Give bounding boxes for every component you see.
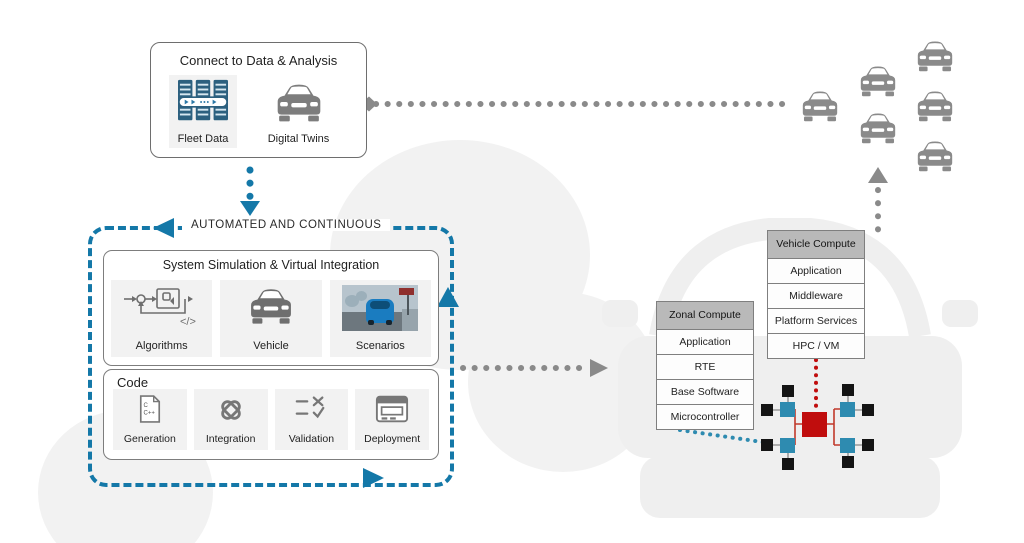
zonal-node-square bbox=[780, 438, 795, 453]
vehicle-label: Vehicle bbox=[253, 340, 289, 352]
loop-arrow-up-icon bbox=[437, 287, 459, 307]
scenarios-tile: Scenarios bbox=[329, 280, 431, 357]
connect-data-analysis-box: Connect to Data & Analysis Fleet Data bbox=[150, 42, 367, 158]
ecu-node-square bbox=[842, 384, 854, 396]
algorithms-block-diagram-icon: </> bbox=[123, 288, 196, 328]
integration-knot-icon bbox=[220, 400, 241, 420]
table-row: Application bbox=[656, 329, 754, 355]
vehicle-car-icon bbox=[242, 285, 300, 327]
code-box-title: Code bbox=[117, 375, 149, 390]
fleet-car-icon bbox=[853, 61, 903, 101]
table-row: HPC / VM bbox=[767, 333, 865, 359]
ecu-node-square bbox=[782, 458, 794, 470]
scene-traffic-pole bbox=[407, 289, 410, 315]
table-row: Middleware bbox=[767, 283, 865, 309]
zonal-node-square bbox=[840, 438, 855, 453]
algorithms-tile: </> Algorithms bbox=[111, 280, 213, 357]
code-file-icon: C C++ bbox=[139, 395, 160, 423]
vehicle-tile: Vehicle bbox=[220, 280, 322, 357]
ecu-node-square bbox=[761, 404, 773, 416]
deployment-label: Deployment bbox=[364, 433, 421, 445]
zonal-compute-header: Zonal Compute bbox=[656, 301, 754, 330]
fleet-car-icon bbox=[910, 136, 960, 176]
hpc-node-square bbox=[802, 412, 827, 437]
digital-twins-tile: Digital Twins bbox=[251, 75, 346, 148]
zonal-compute-table: Zonal Compute Application RTE Base Softw… bbox=[656, 301, 754, 430]
scenarios-label: Scenarios bbox=[355, 340, 405, 352]
fleet-car-icon bbox=[910, 86, 960, 126]
digital-twins-car-icon bbox=[268, 81, 330, 124]
fleet-data-tile: Fleet Data bbox=[169, 75, 237, 148]
generation-label: Generation bbox=[123, 433, 176, 445]
ecu-node-square bbox=[862, 439, 874, 451]
fleet-car-icon bbox=[795, 86, 845, 126]
fleet-car-icon bbox=[853, 108, 903, 148]
vehicle-compute-header: Vehicle Compute bbox=[767, 230, 865, 259]
simulation-tiles: </> Algorithms Vehicle bbox=[111, 280, 431, 357]
automated-loop-banner: AUTOMATED AND CONTINUOUS bbox=[182, 219, 391, 231]
ecu-node-square bbox=[862, 404, 874, 416]
scene-red-sign bbox=[399, 288, 415, 295]
ecu-node-square bbox=[782, 385, 794, 397]
icon-line-c: C bbox=[143, 403, 148, 409]
fleet-data-label: Fleet Data bbox=[177, 133, 229, 145]
ecu-node-square bbox=[761, 439, 773, 451]
connect-box-title: Connect to Data & Analysis bbox=[179, 53, 338, 68]
generation-tile: C C++ Generation bbox=[113, 389, 187, 450]
vehicle-compute-table: Vehicle Compute Application Middleware P… bbox=[767, 230, 865, 359]
scene-blue-car bbox=[366, 299, 395, 325]
validation-tile: Validation bbox=[274, 389, 349, 450]
table-row: Base Software bbox=[656, 379, 754, 405]
connect-to-loop-arrow-icon bbox=[240, 201, 260, 216]
code-box: Code C C++ Generation Integratio bbox=[103, 369, 439, 460]
scenarios-scene-image bbox=[342, 285, 419, 331]
loop-arrow-right-icon bbox=[363, 468, 384, 488]
vehicle-to-fleet-arrow-icon bbox=[868, 167, 888, 183]
digital-twins-label: Digital Twins bbox=[267, 133, 330, 145]
fleet-car-icon bbox=[910, 36, 960, 76]
code-tiles: C C++ Generation Integration bbox=[113, 389, 429, 450]
algorithms-label: Algorithms bbox=[135, 340, 188, 352]
code-glyph: </> bbox=[180, 316, 196, 328]
deployment-window-icon bbox=[376, 395, 409, 423]
fleet-data-server-icon bbox=[178, 79, 228, 121]
loop-arrow-left-icon bbox=[153, 218, 174, 238]
table-row: Application bbox=[767, 258, 865, 284]
zonal-node-square bbox=[780, 402, 795, 417]
validation-label: Validation bbox=[288, 433, 335, 445]
icon-line-cpp: C++ bbox=[143, 411, 155, 417]
table-row: Microcontroller bbox=[656, 404, 754, 430]
simulation-box: System Simulation & Virtual Integration bbox=[103, 250, 439, 366]
ecu-node-square bbox=[842, 456, 854, 468]
table-row: RTE bbox=[656, 354, 754, 380]
validation-checklist-icon bbox=[296, 396, 325, 419]
zonal-node-square bbox=[840, 402, 855, 417]
integration-tile: Integration bbox=[193, 389, 268, 450]
deployment-tile: Deployment bbox=[355, 389, 429, 450]
table-row: Platform Services bbox=[767, 308, 865, 334]
simulation-box-title: System Simulation & Virtual Integration bbox=[162, 258, 380, 272]
integration-label: Integration bbox=[205, 433, 256, 445]
